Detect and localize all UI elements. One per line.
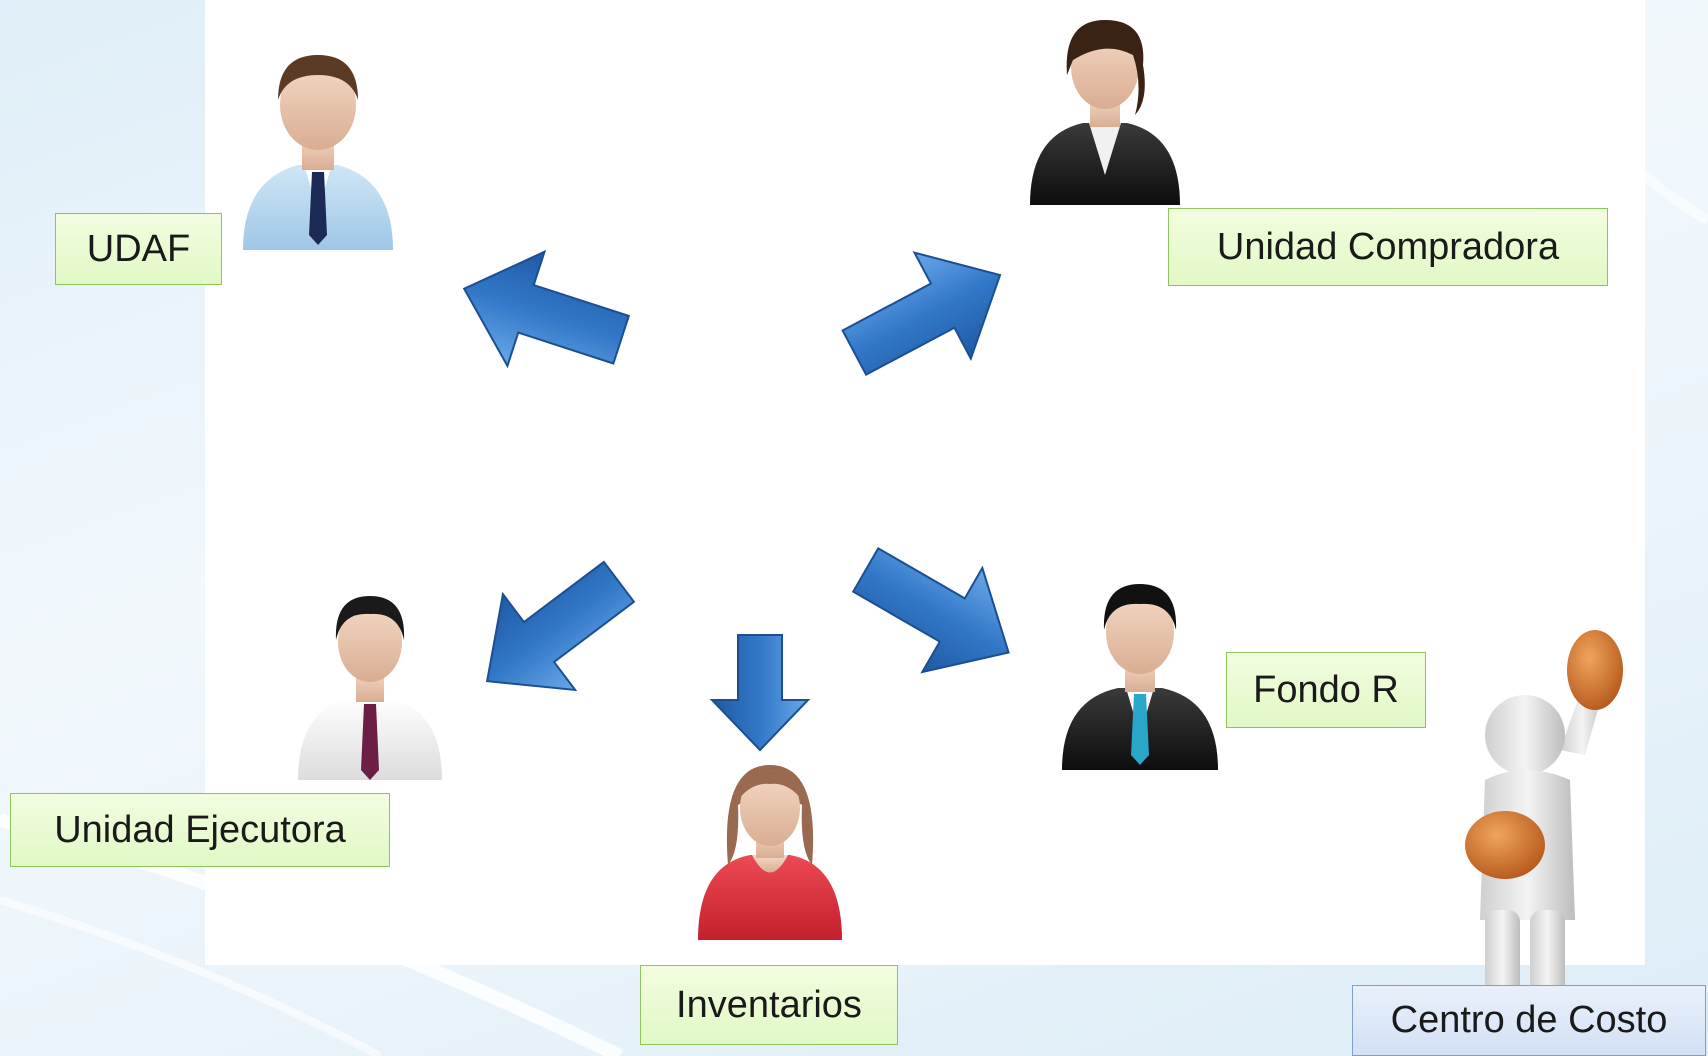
label-udaf: UDAF <box>55 213 222 285</box>
arrow-to-unidad-compradora <box>841 251 1002 376</box>
arrow-to-fondo-r <box>851 546 1010 674</box>
arrow-to-inventarios <box>709 634 811 752</box>
arrow-to-udaf <box>462 249 631 369</box>
label-fondo-r: Fondo R <box>1226 652 1426 728</box>
man-white-shirt-icon <box>298 596 442 780</box>
label-unidad-compradora: Unidad Compradora <box>1168 208 1608 286</box>
diagram-canvas <box>205 0 1645 965</box>
woman-red-top-icon <box>698 765 842 940</box>
arrow-to-unidad-ejecutora <box>485 560 636 692</box>
man-light-blue-suit-icon <box>243 55 393 250</box>
label-inventarios: Inventarios <box>640 965 898 1045</box>
label-centro-de-costo: Centro de Costo <box>1352 985 1706 1056</box>
boxer-figure-icon <box>1465 630 1623 1005</box>
label-unidad-ejecutora: Unidad Ejecutora <box>10 793 390 867</box>
man-black-suit-icon <box>1062 584 1218 770</box>
woman-black-suit-icon <box>1030 20 1180 205</box>
